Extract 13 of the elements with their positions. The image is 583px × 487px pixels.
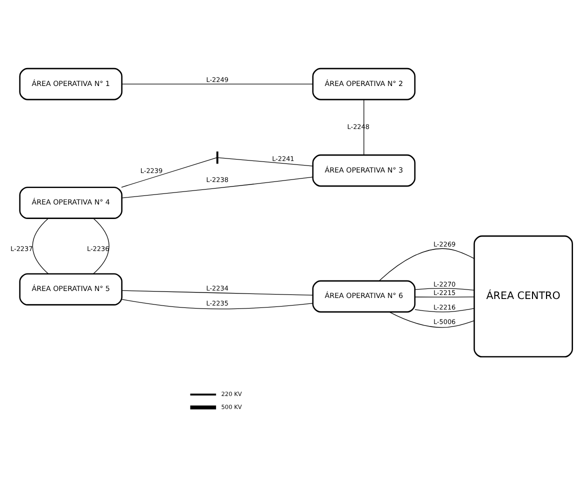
connector [414, 288, 474, 290]
connector [218, 157, 314, 166]
connector [32, 218, 49, 274]
node-bar [216, 152, 218, 164]
node-box: ÁREA CENTRO [474, 235, 573, 358]
connector [414, 308, 474, 312]
connector [414, 296, 474, 298]
connector [379, 248, 474, 282]
connector [388, 312, 474, 328]
connector [122, 176, 314, 198]
connector [121, 157, 217, 188]
connector [122, 299, 314, 310]
connector [122, 290, 314, 296]
